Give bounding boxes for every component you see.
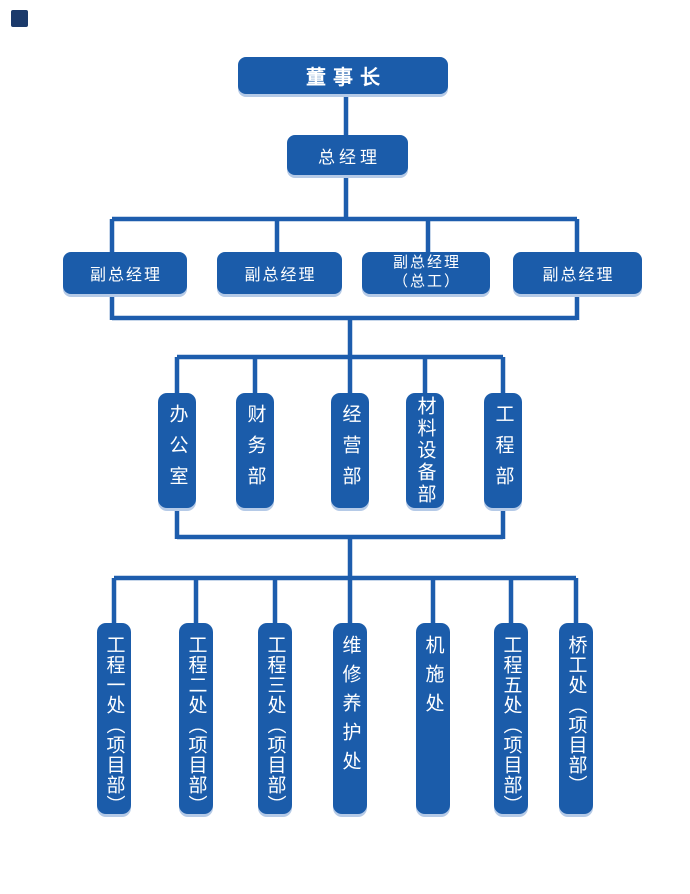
corner-mark (11, 10, 28, 27)
node-unit-engineering-2-label: 工程二处（项目部） (185, 635, 207, 815)
node-general-manager: 总经理 (287, 135, 408, 175)
node-dept-business-label: 经营部 (339, 404, 361, 497)
node-dept-office-label: 办公室 (166, 404, 188, 497)
node-deputy-gm-chief-engineer: 副总经理 （总工） (362, 252, 490, 294)
node-dept-materials-equipment: 材料设备部 (406, 393, 444, 508)
node-dept-business: 经营部 (331, 393, 369, 508)
node-deputy-gm-4: 副总经理 (513, 252, 642, 294)
node-dept-engineering-label: 工程部 (492, 404, 514, 497)
node-dept-finance-label: 财务部 (244, 404, 266, 497)
node-dept-office: 办公室 (158, 393, 196, 508)
node-dept-finance: 财务部 (236, 393, 274, 508)
node-deputy-gm-2: 副总经理 (217, 252, 342, 294)
node-unit-maintenance: 维修养护处 (333, 623, 367, 814)
node-unit-engineering-5-label: 工程五处（项目部） (500, 635, 522, 815)
node-unit-engineering-1: 工程一处（项目部） (97, 623, 131, 815)
node-unit-machinery: 机施处 (416, 623, 450, 814)
node-chairman: 董事长 (238, 57, 448, 94)
node-deputy-gm-3-line2: （总工） (392, 273, 461, 290)
node-unit-engineering-3: 工程三处（项目部） (258, 623, 292, 815)
node-unit-bridge-works: 桥工处（项目部） (559, 623, 593, 814)
node-unit-bridge-works-label: 桥工处（项目部） (565, 635, 587, 795)
node-unit-maintenance-label: 维修养护处 (339, 635, 361, 780)
node-dept-engineering: 工程部 (484, 393, 522, 508)
node-unit-engineering-5: 工程五处（项目部） (494, 623, 528, 815)
node-dept-materials-equipment-label: 材料设备部 (414, 395, 436, 506)
node-unit-engineering-2: 工程二处（项目部） (179, 623, 213, 815)
node-unit-engineering-3-label: 工程三处（项目部） (264, 635, 286, 815)
node-unit-machinery-label: 机施处 (422, 635, 444, 722)
node-deputy-gm-1: 副总经理 (63, 252, 187, 294)
node-unit-engineering-1-label: 工程一处（项目部） (103, 635, 125, 815)
node-deputy-gm-3-line1: 副总经理 (392, 254, 461, 272)
